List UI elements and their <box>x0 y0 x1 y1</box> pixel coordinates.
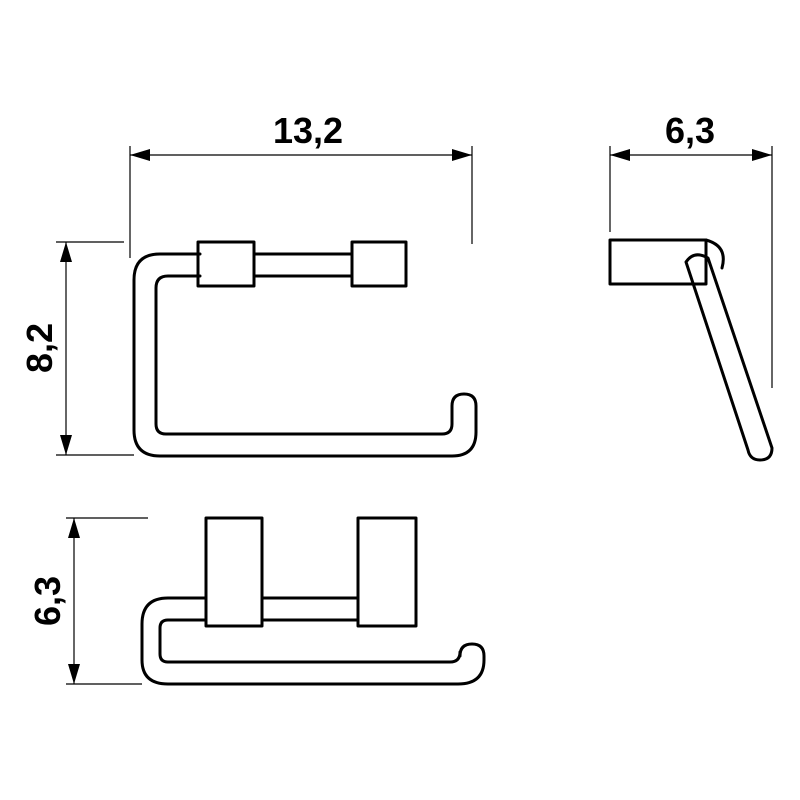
arrow-left <box>610 149 630 161</box>
dimension-side-depth: 6,3 <box>609 110 773 388</box>
arrow-bottom <box>60 435 72 455</box>
top-block-left <box>204 516 264 628</box>
top-crossbar <box>260 596 360 622</box>
arrow-top <box>68 518 80 538</box>
dimension-front-width: 13,2 <box>129 110 473 258</box>
top-rod <box>140 596 486 686</box>
side-arm <box>684 253 774 462</box>
arrow-right <box>452 149 472 161</box>
dimension-label-width: 13,2 <box>273 110 343 151</box>
dimension-front-height: 8,2 <box>19 241 134 456</box>
top-block-right <box>356 516 418 628</box>
front-block-right <box>350 240 408 288</box>
dimension-top-depth: 6,3 <box>27 517 148 685</box>
side-mount-block <box>608 238 708 286</box>
front-rod-outer <box>132 252 478 458</box>
arrow-left <box>130 149 150 161</box>
dimension-label-side-depth: 6,3 <box>665 110 715 151</box>
front-crossbar <box>252 252 354 278</box>
dimension-label-height: 8,2 <box>19 323 60 373</box>
front-block-left <box>196 240 256 288</box>
front-view <box>132 240 478 458</box>
dimension-label-top-depth: 6,3 <box>27 576 68 626</box>
side-view <box>608 238 774 462</box>
top-view <box>140 516 486 686</box>
arrow-right <box>752 149 772 161</box>
arrow-bottom <box>68 664 80 684</box>
arrow-top <box>60 242 72 262</box>
side-mount-round <box>704 238 725 270</box>
